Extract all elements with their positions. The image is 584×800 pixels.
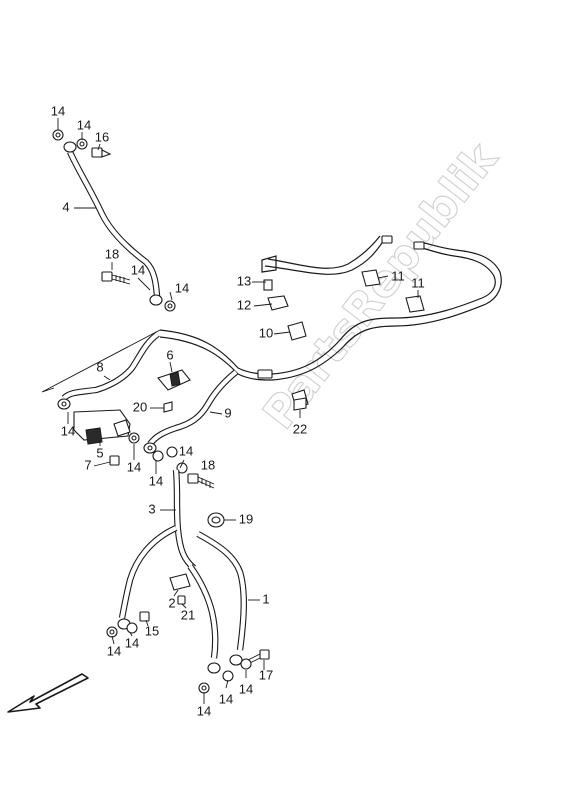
callout-12[interactable]: 12: [237, 297, 251, 312]
clamp-11a[interactable]: [361, 269, 381, 287]
bracket-13: [261, 255, 277, 291]
hose-3[interactable]: [172, 469, 197, 571]
callout-leaders: [57, 118, 419, 704]
callout-5[interactable]: 5: [96, 445, 103, 460]
callout-14[interactable]: 14: [239, 681, 253, 696]
watermark-text: PartsRepublik: [253, 132, 508, 438]
clamp-12[interactable]: [267, 295, 289, 311]
callout-14[interactable]: 14: [77, 117, 91, 132]
reference-frame-line: [41, 329, 161, 393]
callout-14[interactable]: 14: [219, 691, 233, 706]
callout-21[interactable]: 21: [181, 607, 195, 622]
callout-14[interactable]: 14: [131, 262, 145, 277]
union-bolt-18-lower[interactable]: [187, 473, 215, 489]
callout-14[interactable]: 14: [179, 443, 193, 458]
joint-2[interactable]: [169, 573, 191, 591]
callout-8[interactable]: 8: [96, 359, 103, 374]
callout-14[interactable]: 14: [149, 473, 163, 488]
bolt-16[interactable]: [91, 147, 112, 158]
callout-14[interactable]: 14: [51, 103, 65, 118]
callout-15[interactable]: 15: [145, 623, 159, 638]
callout-18[interactable]: 18: [105, 246, 119, 261]
hose-4[interactable]: [67, 150, 161, 297]
callout-labels: 14 14 16 4 18 14 14 13 11 11 12 10 8 6 2…: [51, 103, 425, 718]
callout-19[interactable]: 19: [239, 511, 253, 526]
grommet-19[interactable]: [207, 512, 225, 528]
hose-1-right[interactable]: [196, 531, 247, 651]
bolt-7[interactable]: [109, 455, 120, 466]
callout-9[interactable]: 9: [224, 405, 231, 420]
bracket-6: [157, 369, 191, 391]
hose-8[interactable]: [61, 331, 160, 401]
clamp-22[interactable]: [291, 389, 309, 411]
callout-14[interactable]: 14: [127, 459, 141, 474]
hose-1-left[interactable]: [118, 525, 178, 619]
union-bolt-18-upper[interactable]: [101, 271, 131, 285]
callout-20[interactable]: 20: [133, 399, 147, 414]
callout-1[interactable]: 1: [262, 591, 269, 606]
callout-17[interactable]: 17: [259, 667, 273, 682]
callout-6[interactable]: 6: [166, 347, 173, 362]
hose-9[interactable]: [147, 369, 239, 447]
callout-7[interactable]: 7: [84, 457, 91, 472]
bolt-20[interactable]: [163, 401, 173, 413]
brake-pipe-main[interactable]: [159, 235, 502, 381]
callout-4[interactable]: 4: [62, 199, 69, 214]
callout-10[interactable]: 10: [259, 325, 273, 340]
junction-5[interactable]: [73, 409, 131, 445]
callout-14[interactable]: 14: [197, 703, 211, 718]
clamp-10[interactable]: [287, 321, 307, 341]
callout-14[interactable]: 14: [61, 423, 75, 438]
banjo-fitting-upper: [63, 141, 163, 306]
callout-2[interactable]: 2: [168, 595, 175, 610]
callout-22[interactable]: 22: [293, 421, 307, 436]
callout-11[interactable]: 11: [391, 268, 405, 283]
bolt-21[interactable]: [177, 595, 186, 605]
clamp-11b[interactable]: [405, 295, 425, 313]
callout-14[interactable]: 14: [175, 280, 189, 295]
callout-11[interactable]: 11: [411, 275, 425, 290]
callout-3[interactable]: 3: [148, 501, 155, 516]
bolt-15[interactable]: [139, 611, 150, 622]
pipe-flare-nuts: [257, 235, 425, 379]
front-direction-arrow-icon: [7, 673, 89, 713]
hose-1-inner[interactable]: [187, 564, 219, 659]
callout-13[interactable]: 13: [237, 273, 251, 288]
callout-14[interactable]: 14: [107, 643, 121, 658]
callout-18[interactable]: 18: [201, 457, 215, 472]
washers-lower: [106, 618, 252, 694]
callout-16[interactable]: 16: [95, 129, 109, 144]
bolt-17[interactable]: [247, 649, 270, 665]
washers-junction: [57, 398, 188, 474]
callout-14[interactable]: 14: [125, 635, 139, 650]
